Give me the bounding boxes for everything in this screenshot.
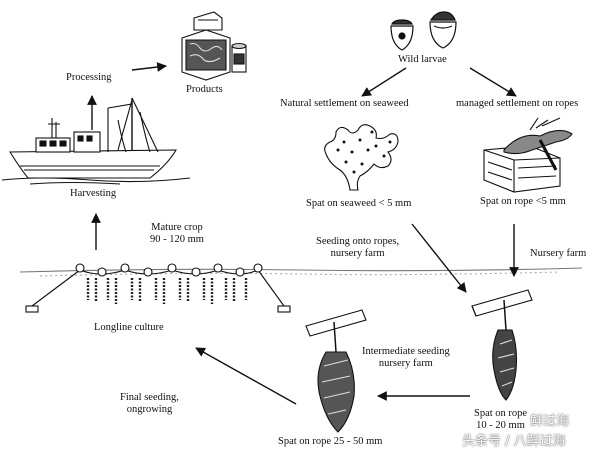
label-spat-rope-small: Spat on rope <5 mm bbox=[480, 196, 566, 207]
label-intermediate-line2: nursery farm bbox=[378, 358, 433, 369]
label-spat-rope-mid-line2: 10 - 20 mm bbox=[476, 420, 525, 431]
label-nursery-farm: Nursery farm bbox=[530, 248, 587, 259]
label-mature-crop-line1: Mature crop bbox=[151, 222, 203, 233]
label-final-seeding: Final seeding, ongrowing bbox=[120, 392, 179, 416]
arrow-spat-seaweed-to-rope bbox=[411, 223, 467, 293]
label-longline: Longline culture bbox=[94, 322, 164, 333]
harvest-boat-icon bbox=[1, 97, 191, 185]
label-final-seeding-line1: Final seeding, bbox=[120, 392, 179, 403]
longline-culture-icon bbox=[19, 263, 583, 313]
arrow-large-to-longline bbox=[195, 347, 297, 405]
label-managed-settlement: managed settlement on ropes bbox=[456, 98, 579, 109]
label-harvesting: Harvesting bbox=[70, 188, 117, 199]
watermark-line1: 鲜过海 bbox=[530, 414, 570, 429]
larva-shell-right-icon bbox=[429, 11, 457, 49]
label-wild-larvae: Wild larvae bbox=[398, 54, 447, 65]
label-intermediate-line1: Intermediate seeding bbox=[362, 346, 450, 357]
watermark-line2: 头条号 / 八鲜过海 bbox=[462, 434, 566, 449]
label-seeding-ropes-line1: Seeding onto ropes, bbox=[316, 236, 400, 247]
label-seeding-ropes-line2: nursery farm bbox=[330, 248, 385, 259]
label-intermediate-seeding: Intermediate seeding nursery farm bbox=[362, 346, 450, 370]
rope-spat-large-icon bbox=[305, 309, 367, 433]
label-spat-rope-mid-line1: Spat on rope bbox=[474, 408, 528, 419]
label-seeding-ropes: Seeding onto ropes, nursery farm bbox=[316, 236, 399, 260]
label-processing: Processing bbox=[66, 72, 112, 83]
label-mature-crop: Mature crop 90 - 120 mm bbox=[150, 222, 204, 246]
seaweed-spat-icon bbox=[324, 124, 399, 191]
products-icon bbox=[181, 11, 247, 81]
label-spat-rope-mid: Spat on rope 10 - 20 mm bbox=[474, 408, 527, 432]
arrow-larvae-to-managed bbox=[469, 67, 517, 97]
larva-shell-left-icon bbox=[390, 19, 414, 51]
label-mature-crop-line2: 90 - 120 mm bbox=[150, 234, 204, 245]
arrow-larvae-to-natural bbox=[361, 67, 407, 97]
rope-spat-medium-icon bbox=[471, 289, 533, 401]
label-products: Products bbox=[186, 84, 223, 95]
label-spat-seaweed: Spat on seaweed < 5 mm bbox=[306, 198, 412, 209]
arrow-processing-to-products bbox=[131, 62, 167, 72]
flow-arrows bbox=[87, 62, 519, 405]
label-spat-rope-large: Spat on rope 25 - 50 mm bbox=[278, 436, 383, 447]
label-final-seeding-line2: ongrowing bbox=[126, 404, 173, 415]
nursery-crate-icon bbox=[483, 117, 573, 193]
label-natural-settlement: Natural settlement on seaweed bbox=[280, 98, 409, 109]
